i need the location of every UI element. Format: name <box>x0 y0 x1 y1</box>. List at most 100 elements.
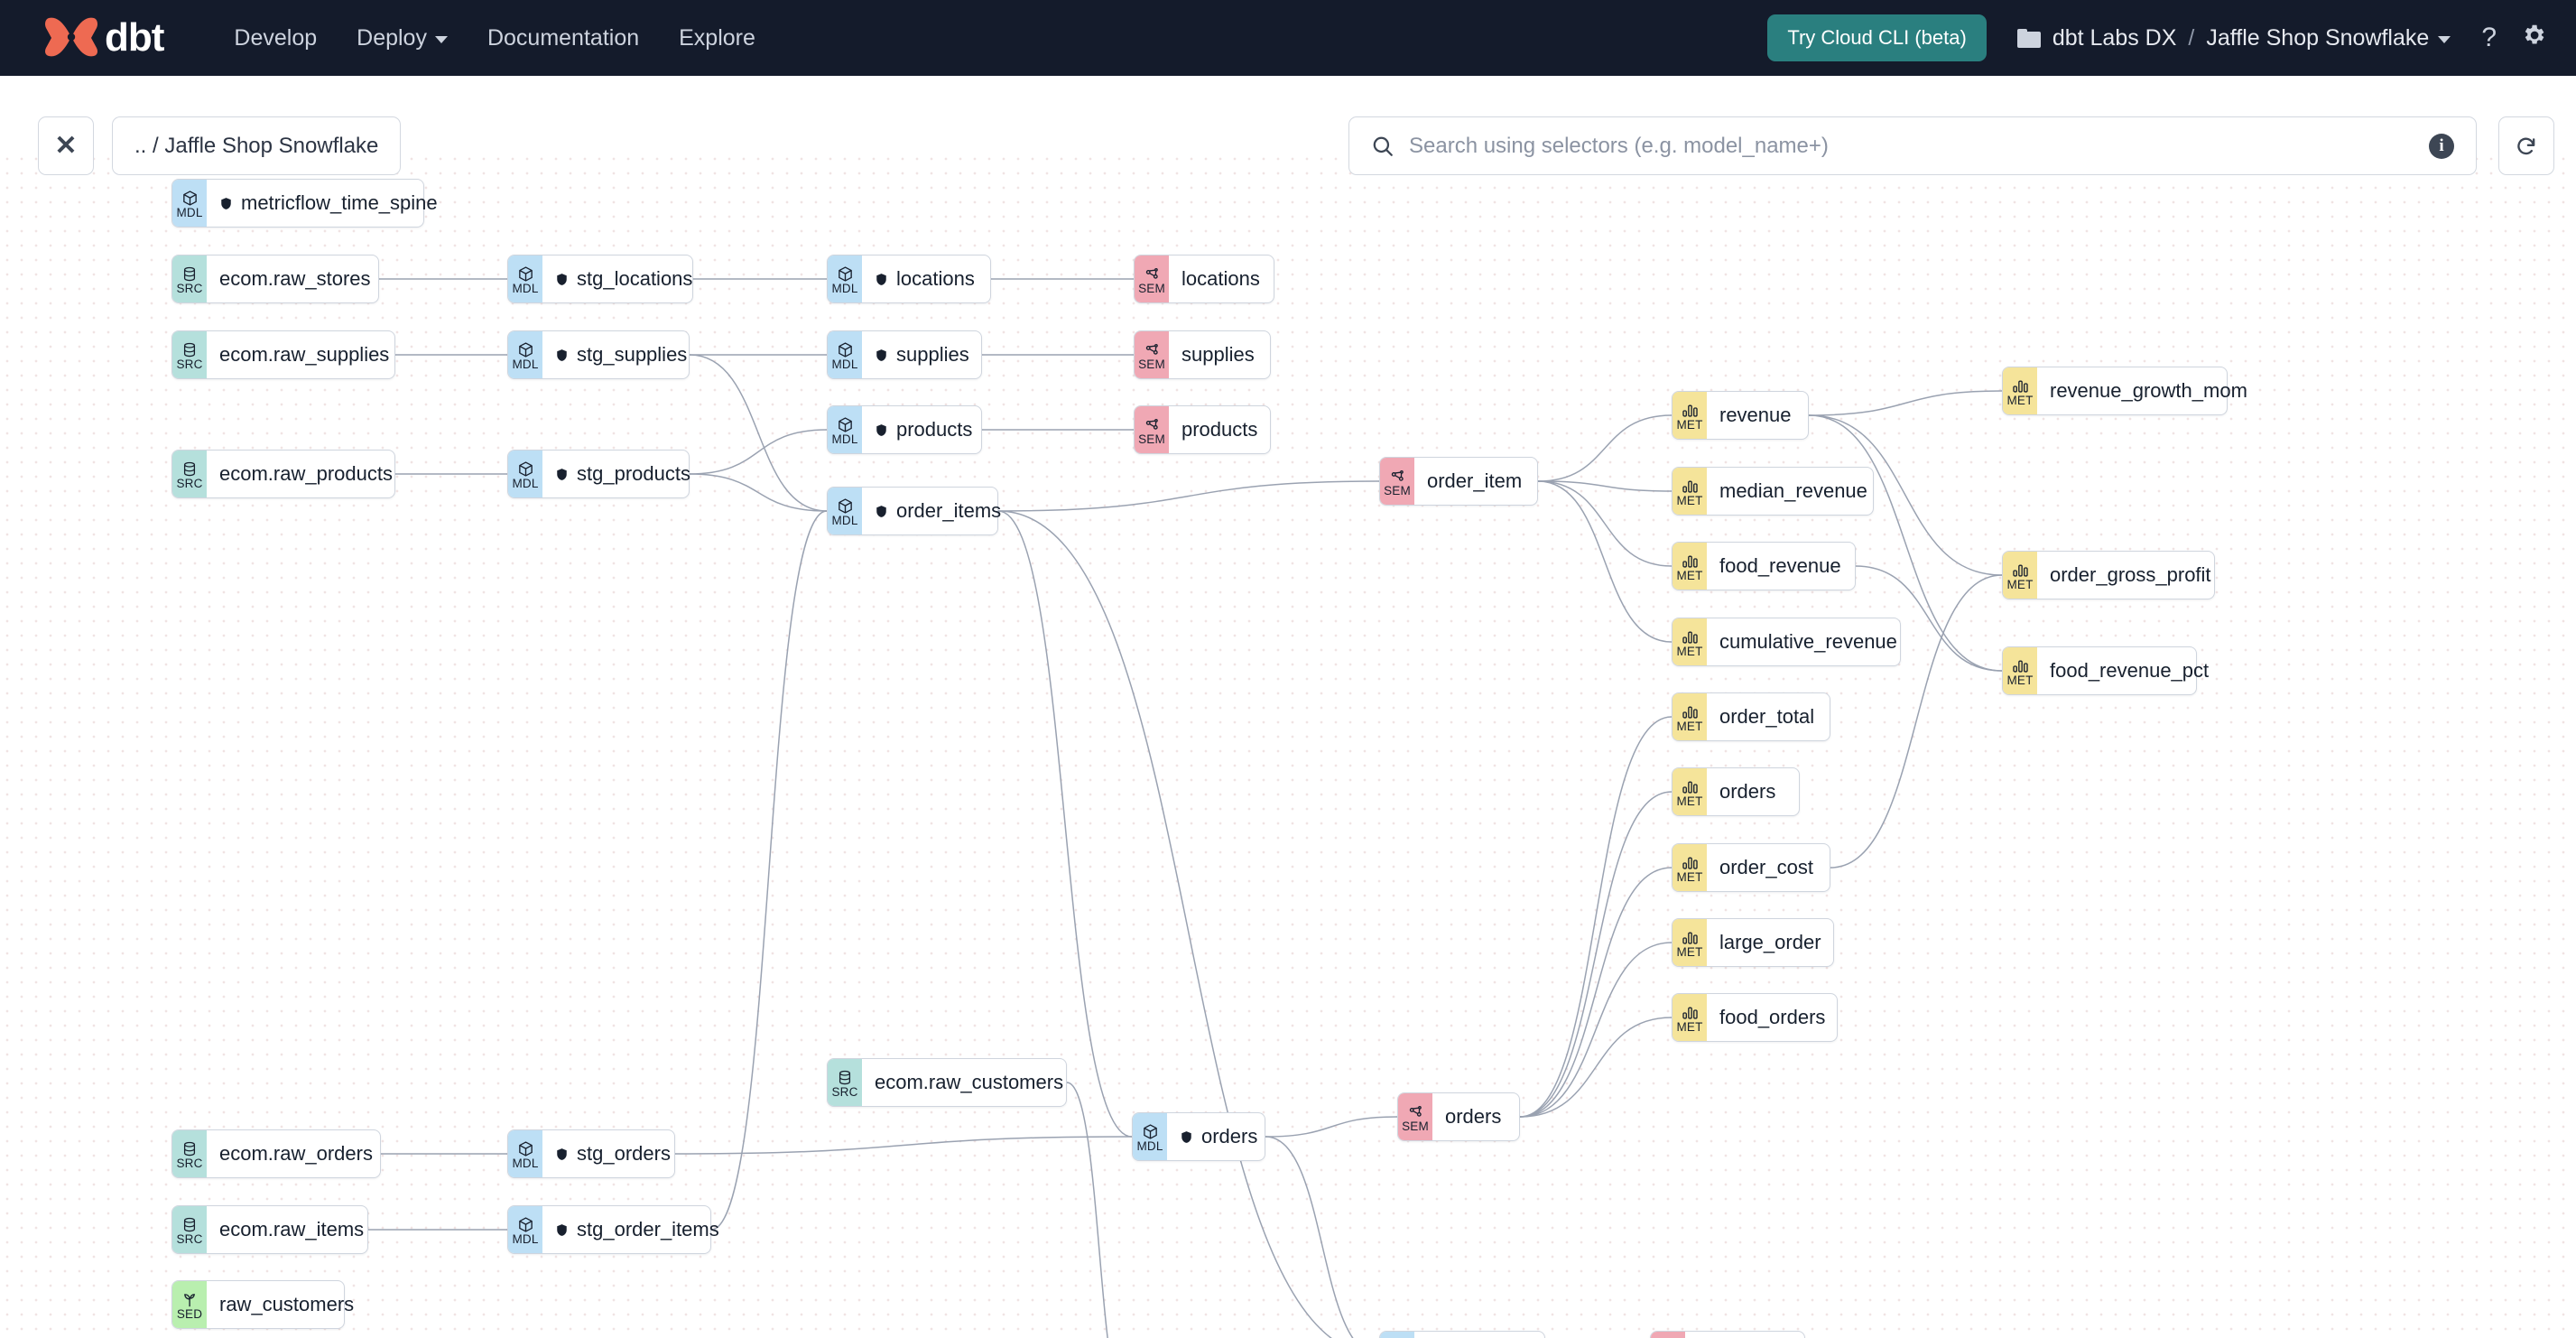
nav-link-deploy[interactable]: Deploy <box>337 0 468 76</box>
node-type-badge-src: SRC <box>172 1206 207 1253</box>
bar-chart-icon <box>1682 553 1699 570</box>
node-label: stg_supplies <box>577 343 688 366</box>
node-type-label: MDL <box>1136 1139 1163 1153</box>
node-type-badge-src: SRC <box>172 331 207 378</box>
close-button[interactable]: ✕ <box>38 116 94 175</box>
node-label: locations <box>1181 267 1260 290</box>
node-type-label: MDL <box>831 514 858 527</box>
node-label: food_revenue <box>1719 554 1841 577</box>
node-label: supplies <box>896 343 969 366</box>
node-type-badge-met: MET <box>1673 392 1707 439</box>
lineage-edge <box>689 429 828 475</box>
node-type-badge-mdl: MDL <box>1133 1113 1167 1160</box>
dbt-logo[interactable]: dbt <box>43 14 164 61</box>
lineage-breadcrumb-button[interactable]: .. / Jaffle Shop Snowflake <box>112 116 402 175</box>
try-cloud-cli-button[interactable]: Try Cloud CLI (beta) <box>1767 14 1987 61</box>
refresh-button[interactable] <box>2498 116 2554 175</box>
lineage-breadcrumb-label: .. / Jaffle Shop Snowflake <box>134 133 379 158</box>
lineage-edge <box>1519 942 1673 1118</box>
lineage-edge <box>1519 867 1673 1118</box>
node-type-label: SRC <box>176 1157 203 1170</box>
nav-link-develop[interactable]: Develop <box>214 0 337 76</box>
cube-icon <box>517 1140 534 1157</box>
node-body: food_orders <box>1707 994 1839 1041</box>
search-bar[interactable]: i <box>1348 116 2477 175</box>
gear-icon[interactable] <box>2520 22 2547 54</box>
info-icon[interactable]: i <box>2429 133 2454 159</box>
lineage-edge <box>1808 390 2003 416</box>
lineage-edge <box>1808 414 2003 576</box>
account-name[interactable]: dbt Labs DX <box>2052 24 2177 51</box>
graph-node-customers_sem[interactable]: SEMcustomers <box>1650 1331 1805 1338</box>
project-name: Jaffle Shop Snowflake <box>2206 24 2430 51</box>
node-label: metricflow_time_spine <box>241 191 438 214</box>
node-type-badge-sem: SEM <box>1135 256 1169 302</box>
node-type-badge-sem: SEM <box>1651 1332 1685 1338</box>
node-type-label: MET <box>1676 720 1703 733</box>
cube-icon <box>837 265 854 283</box>
semantic-model-icon <box>1144 341 1161 358</box>
search-input[interactable] <box>1409 133 2414 159</box>
dbt-wordmark: dbt <box>105 15 164 60</box>
lineage-edge <box>997 480 1380 512</box>
node-type-label: MET <box>1676 418 1703 432</box>
node-label: orders <box>1201 1125 1258 1148</box>
node-body: large_order <box>1707 919 1836 966</box>
shield-icon <box>555 272 569 287</box>
dbt-logo-mark <box>43 14 99 61</box>
node-type-label: MDL <box>512 358 539 371</box>
nav-link-documentation[interactable]: Documentation <box>468 0 659 76</box>
node-type-label: SRC <box>176 1232 203 1246</box>
node-label: products <box>1181 418 1258 441</box>
node-body: products <box>1169 406 1272 453</box>
graph-node-customers_mdl[interactable]: MDLcustomers <box>1379 1331 1545 1338</box>
project-selector[interactable]: Jaffle Shop Snowflake <box>2206 25 2451 51</box>
graph-node-stg_supplies[interactable]: MDL stg_supplies <box>507 330 690 379</box>
node-label: stg_locations <box>577 267 693 290</box>
node-body: stg_locations <box>542 256 707 302</box>
bar-chart-icon <box>1682 402 1699 419</box>
nav-link-explore[interactable]: Explore <box>659 0 775 76</box>
node-body: order_total <box>1707 693 1830 740</box>
graph-node-orders_mdl[interactable]: MDL orders <box>1132 1112 1265 1161</box>
graph-node-order_total_met[interactable]: MET order_total <box>1672 692 1830 741</box>
node-label: food_orders <box>1719 1006 1826 1028</box>
bar-chart-icon <box>2012 377 2029 395</box>
graph-node-locations_sem[interactable]: SEM locations <box>1134 255 1274 303</box>
node-label: ecom.raw_products <box>219 462 393 485</box>
node-type-badge-met: MET <box>1673 468 1707 515</box>
help-icon[interactable]: ? <box>2481 23 2497 52</box>
